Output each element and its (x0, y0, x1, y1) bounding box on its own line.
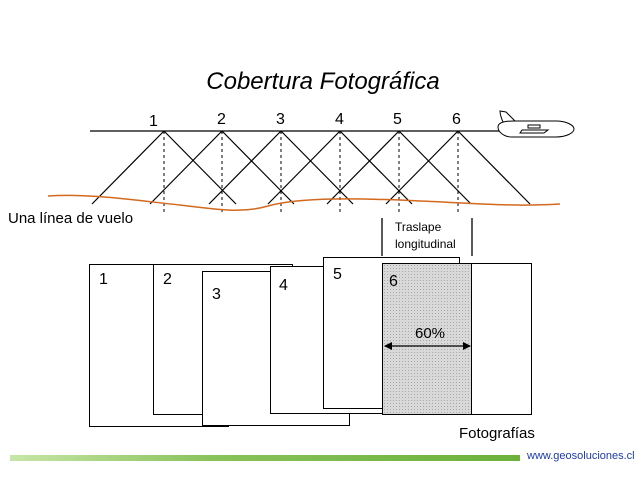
cone-left-3 (208, 130, 282, 205)
cone-left-1 (91, 130, 165, 205)
footer-url: www.geosoluciones.cl (527, 450, 635, 462)
cone-right-5 (398, 130, 472, 205)
overlap-region (382, 263, 472, 415)
photo-number-4: 4 (279, 277, 288, 294)
photo-number-1: 1 (99, 271, 108, 288)
terrain-line (47, 194, 561, 212)
airplane-icon (497, 110, 575, 138)
cone-left-5 (326, 130, 400, 205)
overlap-percent: 60% (415, 325, 446, 342)
exposure-number-2: 2 (217, 111, 226, 128)
overlap-label-line2: longitudinal (395, 237, 456, 251)
cone-left-2 (149, 130, 223, 205)
flight-line-label: Una línea de vuelo (8, 210, 134, 227)
cone-right-3 (280, 130, 354, 205)
photo-number-5: 5 (333, 266, 342, 283)
photo-number-2: 2 (163, 271, 172, 288)
exposure-number-3: 3 (276, 111, 285, 128)
cone-right-2 (221, 130, 295, 205)
cone-left-6 (385, 130, 459, 205)
photos-label: Fotografías (459, 425, 535, 442)
overlap-photo-number: 6 (389, 273, 398, 290)
overlap-label-line1: Traslape (395, 220, 442, 234)
exposure-number-5: 5 (393, 111, 402, 128)
footer-bar (10, 455, 520, 461)
cone-right-6 (457, 130, 531, 205)
photo-number-3: 3 (212, 286, 221, 303)
cone-left-4 (267, 130, 341, 205)
exposure-number-6: 6 (452, 111, 461, 128)
exposure-number-4: 4 (335, 111, 344, 128)
diagram-title: Cobertura Fotográfica (206, 68, 440, 95)
cone-right-1 (163, 130, 237, 205)
exposure-number-1: 1 (149, 113, 158, 130)
cone-right-4 (339, 130, 413, 205)
overlap-label: Traslape longitudinal (395, 219, 456, 253)
